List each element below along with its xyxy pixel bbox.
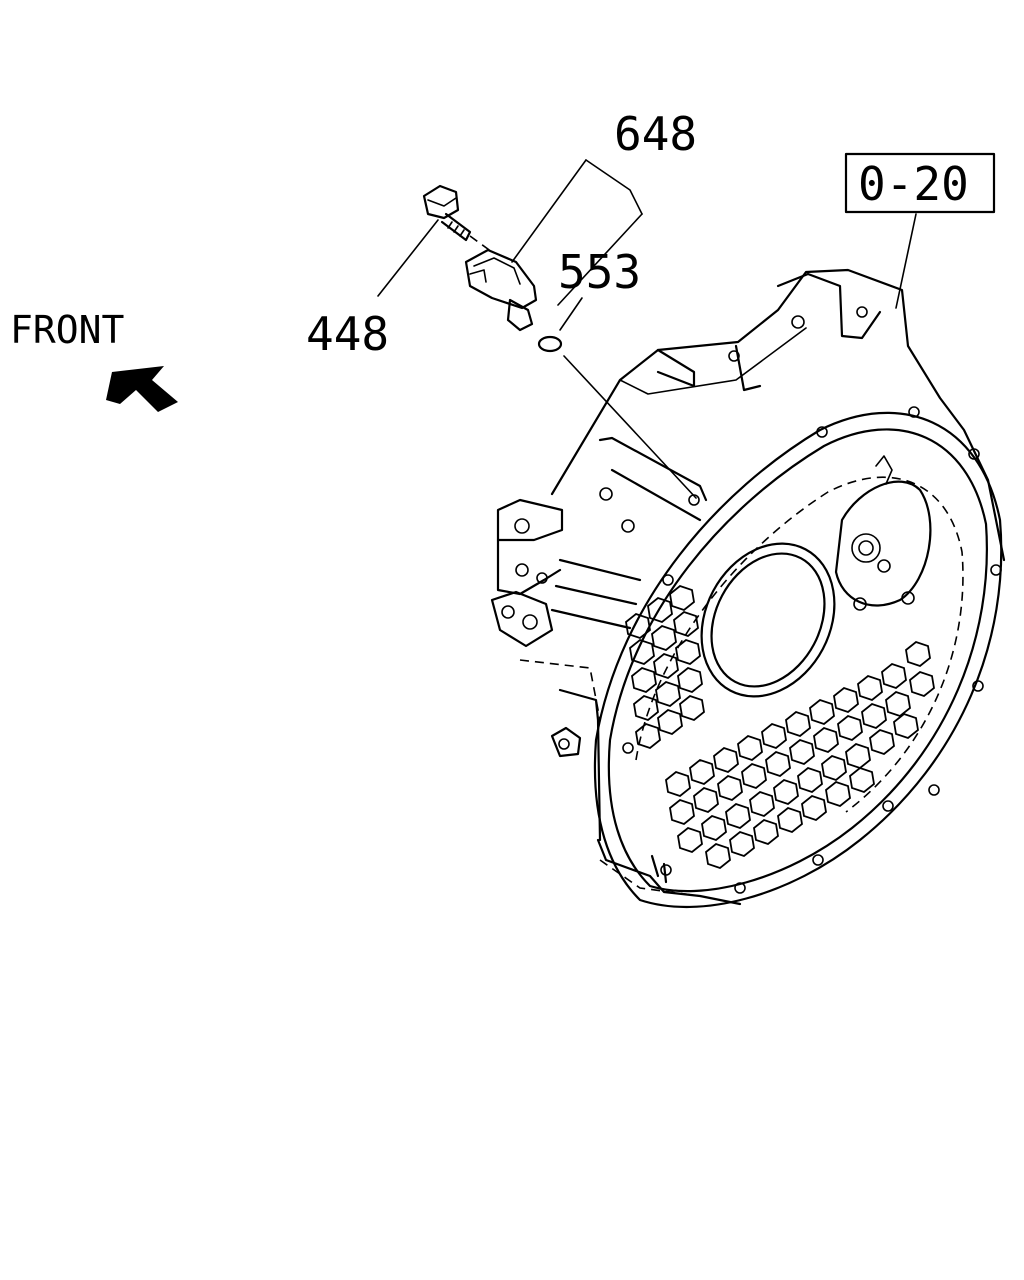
part-448-leader bbox=[377, 219, 439, 297]
part-448-label[interactable]: 448 bbox=[306, 307, 389, 361]
part-648-label[interactable]: 648 bbox=[614, 107, 697, 161]
bolt-part bbox=[422, 184, 472, 242]
reference-label: 0-20 bbox=[858, 157, 969, 211]
front-arrow-icon bbox=[106, 366, 178, 412]
reference-box[interactable]: 0-20 bbox=[844, 152, 996, 214]
part-648-leader bbox=[511, 159, 643, 306]
o-ring-part bbox=[537, 335, 563, 353]
sensor-part bbox=[464, 248, 538, 332]
part-553-label[interactable]: 553 bbox=[558, 245, 641, 299]
flywheel-housing bbox=[490, 268, 1006, 909]
front-label: FRONT bbox=[10, 308, 124, 352]
reference-leader bbox=[895, 213, 917, 309]
install-leader-line bbox=[563, 355, 697, 499]
part-553-leader bbox=[559, 297, 583, 331]
honeycomb-bottom bbox=[665, 640, 935, 870]
honeycomb-left bbox=[625, 584, 705, 750]
